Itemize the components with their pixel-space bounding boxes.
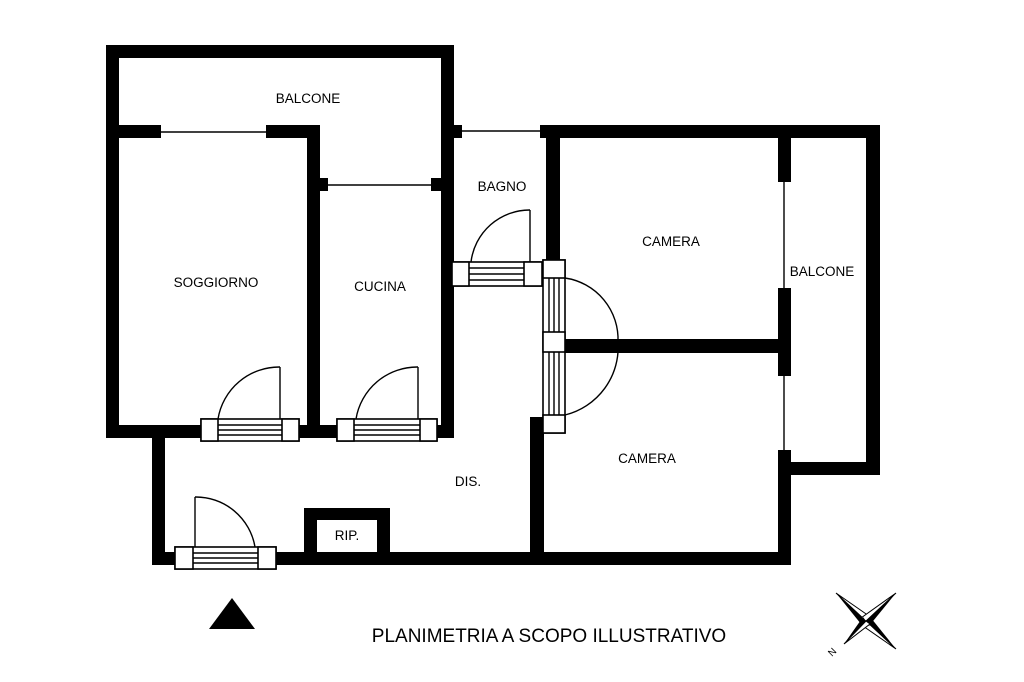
window-lines bbox=[161, 130, 785, 450]
label-camera-bottom: CAMERA bbox=[618, 451, 676, 466]
compass-icon: N bbox=[826, 592, 897, 659]
label-dis: DIS. bbox=[455, 474, 481, 489]
label-cucina: CUCINA bbox=[354, 279, 406, 294]
label-camera-top: CAMERA bbox=[642, 234, 700, 249]
label-rip: RIP. bbox=[335, 528, 360, 543]
label-bagno: BAGNO bbox=[478, 179, 527, 194]
door-entrance bbox=[174, 496, 277, 570]
walls bbox=[106, 45, 880, 565]
door-camera-double bbox=[542, 259, 619, 434]
label-balcone-top: BALCONE bbox=[276, 91, 341, 106]
compass-north-label: N bbox=[826, 646, 839, 659]
entrance-triangle-icon bbox=[209, 598, 255, 629]
door-cucina bbox=[336, 366, 438, 442]
label-balcone-right: BALCONE bbox=[790, 264, 855, 279]
door-bagno bbox=[451, 209, 543, 287]
room-labels: BALCONE SOGGIORNO CUCINA BAGNO CAMERA BA… bbox=[174, 91, 855, 543]
label-soggiorno: SOGGIORNO bbox=[174, 275, 259, 290]
door-soggiorno bbox=[200, 366, 300, 442]
plan-caption: PLANIMETRIA A SCOPO ILLUSTRATIVO bbox=[372, 626, 726, 647]
